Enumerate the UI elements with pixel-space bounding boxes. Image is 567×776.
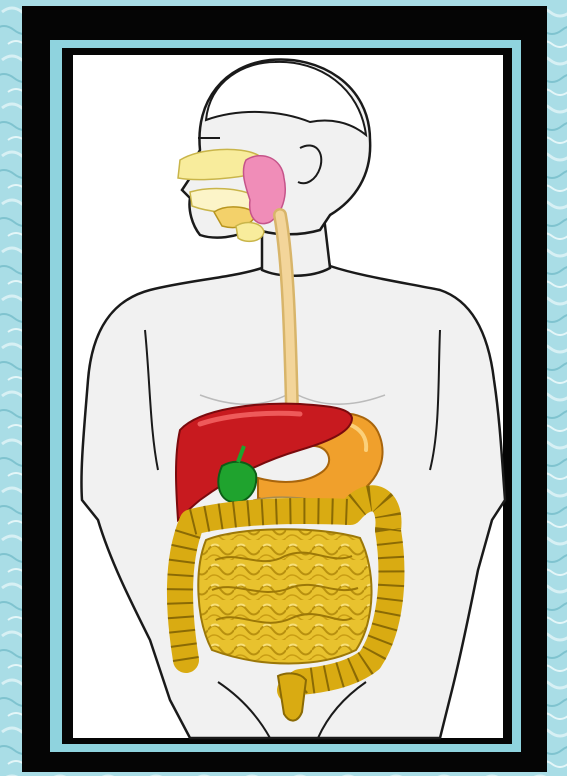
small-intestine-coils	[198, 529, 371, 663]
jaw-gland	[236, 223, 264, 242]
gallbladder-shape	[218, 462, 256, 502]
